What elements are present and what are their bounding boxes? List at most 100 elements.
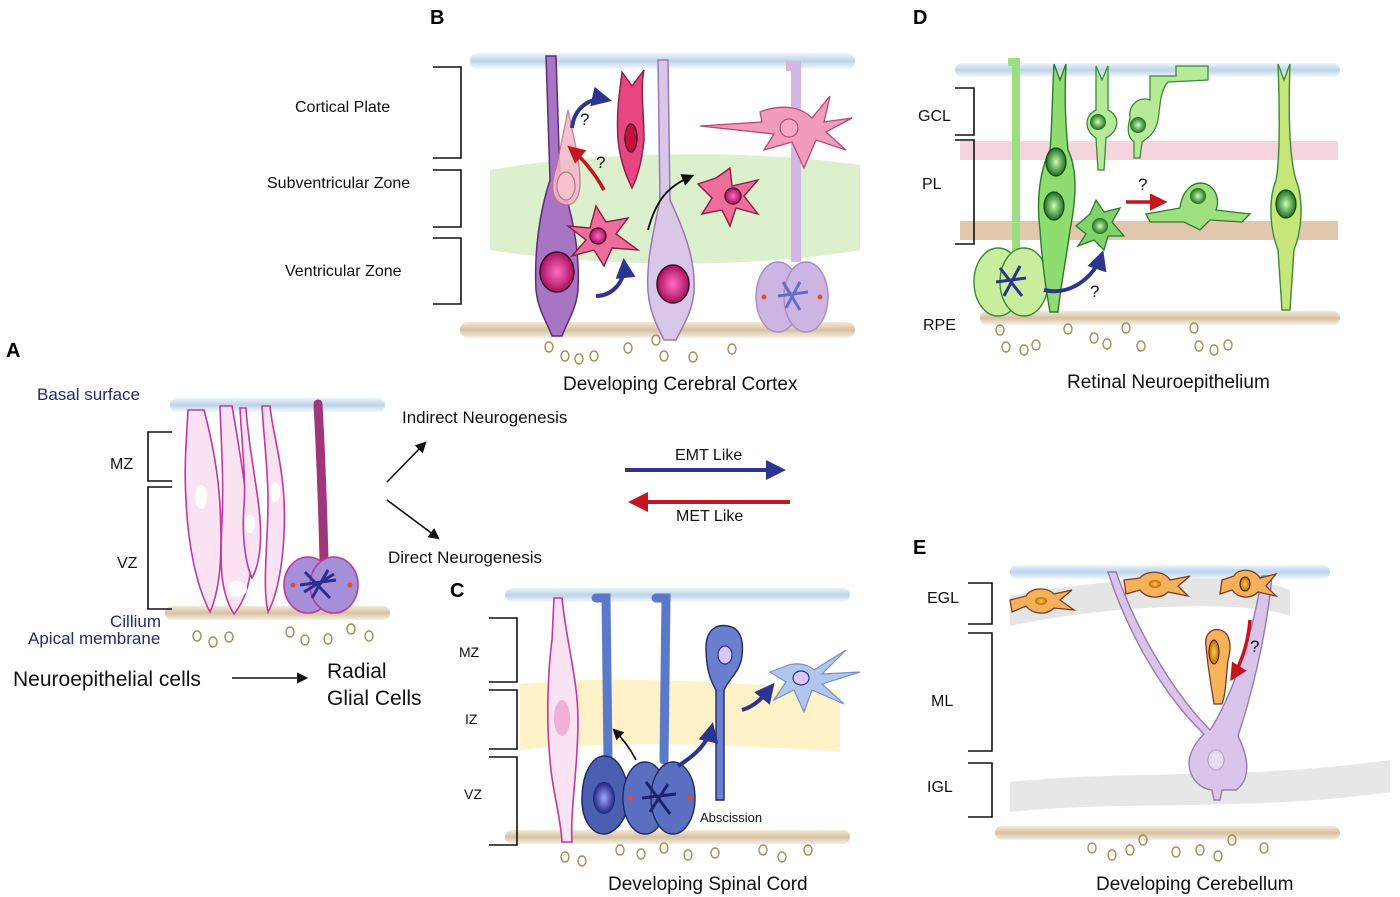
- retina-dividing-progenitor: [973, 58, 1049, 317]
- radial-glia-cortex-middle: [646, 59, 695, 341]
- retina-multipolar-cell: [1074, 198, 1126, 252]
- cerebellar-glia-cell: [1107, 571, 1273, 801]
- cerebellum-apical-surface: [995, 826, 1340, 840]
- cortex-red-arrow: [567, 145, 606, 191]
- panel-b-caption: Developing Cerebral Cortex: [563, 374, 798, 395]
- panel-a-zone-mz: MZ: [110, 456, 133, 473]
- radial-glia-cortex-right: [755, 61, 829, 333]
- cortex-vesicles: [544, 334, 737, 365]
- neuroepithelial-cells: [184, 405, 286, 616]
- apical-membrane-band: [165, 606, 390, 620]
- gcl-label: GCL: [918, 108, 951, 125]
- panel-b: B Cortical Plate Subventricular Zone Ven…: [267, 7, 860, 395]
- cerebellum-question: ?: [1250, 637, 1259, 656]
- pl-bracket: [955, 139, 975, 245]
- cerebellum-vesicles: [1087, 834, 1269, 862]
- panel-c: C MZ IZ VZ: [450, 580, 861, 895]
- direct-arrow: [386, 499, 440, 540]
- cortex-question-2: ?: [596, 153, 605, 172]
- apical-vesicles: [192, 623, 374, 648]
- delaminating-neuron: [705, 624, 744, 801]
- retina-tall-progenitor: [1037, 63, 1076, 313]
- panel-c-zone-mz: MZ: [459, 644, 480, 660]
- cerebellum-basal-surface: [1010, 565, 1330, 579]
- retina-basal-surface: [955, 63, 1340, 77]
- retina-right-cell: [1270, 63, 1302, 311]
- direct-neurogenesis-label: Direct Neurogenesis: [388, 548, 542, 567]
- ventricular-zone-label: Ventricular Zone: [285, 263, 402, 280]
- panel-d-letter: D: [913, 7, 927, 29]
- spinal-vesicles: [560, 842, 813, 867]
- pl-label: PL: [922, 176, 942, 193]
- bipolar-neuron: [616, 69, 645, 190]
- cerebellum-red-arrow: [1230, 619, 1252, 681]
- panel-c-caption: Developing Spinal Cord: [608, 874, 808, 895]
- egl-bracket: [968, 582, 993, 625]
- migrating-granule-cell: [1205, 628, 1231, 705]
- panel-d: D GCL PL RPE: [913, 7, 1340, 393]
- cortical-plate-label: Cortical Plate: [295, 99, 390, 116]
- panel-c-zone-vz: VZ: [464, 786, 482, 802]
- cortical-plate-bracket: [433, 66, 462, 159]
- upper-neuron: [699, 95, 853, 170]
- retina-apical-surface: [980, 311, 1340, 325]
- retina-blue-arrow: [1043, 250, 1107, 294]
- apical-membrane-label: Apical membrane: [28, 629, 160, 648]
- retina-horizontal-cell: [1145, 182, 1252, 231]
- spinal-basal-surface: [505, 588, 850, 602]
- vz-bracket: [147, 486, 172, 610]
- indirect-neurogenesis-label: Indirect Neurogenesis: [402, 408, 567, 427]
- panel-c-zone-iz: IZ: [465, 711, 478, 727]
- dividing-cell: [283, 556, 359, 614]
- panel-a-zone-vz: VZ: [117, 555, 138, 572]
- vz-bracket-c: [489, 756, 518, 846]
- center-legend: Indirect Neurogenesis Direct Neurogenesi…: [386, 408, 790, 567]
- panel-e: E EGL ML IGL ?: [913, 537, 1390, 895]
- spinal-neuroepithelial-cell: [547, 597, 579, 843]
- panel-b-letter: B: [430, 7, 444, 29]
- indirect-arrow: [386, 441, 427, 483]
- spinal-blue-arrow-2: [741, 682, 775, 712]
- cortex-black-arrow: [647, 174, 695, 231]
- target-cells-label-1: Radial: [327, 660, 387, 683]
- igl-label: IGL: [927, 779, 953, 796]
- panel-c-letter: C: [450, 580, 464, 602]
- subventricular-zone-label: Subventricular Zone: [267, 175, 410, 192]
- iz-bracket: [489, 689, 518, 750]
- panel-a-letter: A: [6, 340, 20, 362]
- mz-bracket: [147, 431, 172, 482]
- spinal-dividing-cell: [622, 593, 696, 835]
- panel-a: A Basal surface MZ VZ: [6, 340, 422, 710]
- gcl-bracket: [955, 87, 975, 136]
- target-cells-label-2: Glial Cells: [327, 687, 422, 710]
- met-label: MET Like: [676, 508, 743, 525]
- egl-label: EGL: [927, 590, 959, 607]
- basal-surface-label: Basal surface: [37, 385, 140, 404]
- emt-label: EMT Like: [675, 447, 742, 464]
- svz-bracket: [433, 169, 462, 228]
- panel-e-letter: E: [913, 537, 926, 559]
- cillium-label: Cillium: [110, 612, 161, 631]
- source-cells-label: Neuroepithelial cells: [13, 668, 201, 691]
- cortex-blue-arrow-bottom: [595, 258, 636, 298]
- retina-question-2: ?: [1090, 282, 1099, 301]
- rpe-label: RPE: [923, 317, 956, 334]
- spinal-apical-surface: [505, 830, 850, 844]
- panel-e-caption: Developing Cerebellum: [1096, 874, 1294, 895]
- retina-question-1: ?: [1138, 175, 1147, 194]
- igl-bracket: [968, 762, 993, 818]
- radial-process: [313, 399, 329, 565]
- spinal-blue-arrow-1: [676, 722, 719, 768]
- abscission-label: Abscission: [700, 810, 762, 825]
- spinal-black-arrow: [612, 728, 637, 761]
- mz-bracket-c: [489, 617, 518, 683]
- panel-d-caption: Retinal Neuroepithelium: [1067, 372, 1270, 393]
- cortex-blue-arrow-top: [570, 86, 612, 129]
- ml-bracket: [968, 632, 993, 752]
- migrated-neuron: [768, 649, 861, 714]
- spinal-radial-glia: [581, 593, 629, 835]
- ml-label: ML: [931, 693, 953, 710]
- retina-vesicles: [995, 322, 1233, 356]
- cortex-question-1: ?: [580, 110, 589, 129]
